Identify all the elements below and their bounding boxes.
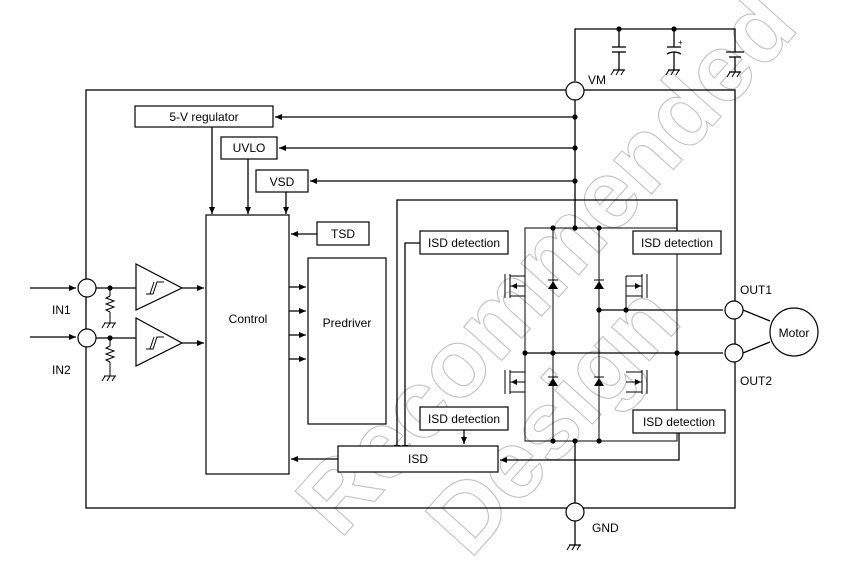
ic-outline	[85, 89, 736, 509]
in1-pin	[77, 278, 97, 298]
gnd-pin	[565, 502, 585, 522]
tsd-label: TSD	[331, 227, 355, 241]
uvlo-block: UVLO	[220, 136, 278, 160]
in2-label: IN2	[52, 363, 71, 377]
mosfet-q1	[504, 274, 525, 298]
out2-pin-group: OUT2	[724, 341, 772, 388]
mosfet-q4	[626, 370, 648, 394]
out2-label: OUT2	[740, 374, 772, 388]
isd-detection-label-2: ISD detection	[641, 236, 713, 250]
control-block: Control	[205, 214, 290, 475]
input-section: IN1 IN2	[30, 263, 204, 382]
tsd-block: TSD	[291, 221, 370, 246]
out1-pin	[724, 300, 744, 320]
gnd-pin-group: GND	[565, 441, 619, 551]
svg-text:+: +	[678, 38, 683, 47]
out1-label: OUT1	[740, 283, 772, 297]
isd-block: ISD	[291, 445, 499, 473]
isd-detection-label-4: ISD detection	[643, 415, 715, 429]
vm-pin	[565, 81, 585, 101]
vsd-block: VSD	[255, 169, 309, 193]
regulator-label: 5-V regulator	[169, 110, 238, 124]
vm-label: VM	[588, 73, 606, 87]
isd-detection-bottom-left: ISD detection	[419, 406, 509, 444]
control-label: Control	[229, 312, 268, 326]
mosfet-q3	[625, 274, 648, 310]
isd-detection-top-right: ISD detection	[394, 199, 722, 452]
in1-label: IN1	[52, 303, 71, 317]
predriver-block: Predriver	[307, 257, 387, 425]
external-capacitors: +	[574, 26, 744, 81]
vm-rail	[275, 100, 578, 228]
uvlo-label: UVLO	[233, 141, 266, 155]
isd-label: ISD	[408, 452, 428, 466]
h-bridge	[504, 225, 723, 444]
out2-pin	[724, 343, 744, 363]
regulator-block: 5-V regulator	[134, 105, 274, 128]
motor: Motor	[769, 307, 819, 357]
vsd-label: VSD	[270, 175, 295, 189]
vm-pin-group: VM	[565, 73, 606, 101]
out1-pin-group: OUT1	[724, 283, 772, 322]
isd-detection-label-1: ISD detection	[428, 236, 500, 250]
isd-detection-bottom-right: ISD detection	[500, 409, 726, 463]
gnd-label: GND	[592, 521, 619, 535]
mosfet-q2	[504, 370, 525, 394]
isd-detection-top-left: ISD detection	[402, 230, 509, 452]
isd-detection-label-3: ISD detection	[428, 412, 500, 426]
predriver-label: Predriver	[323, 316, 372, 330]
motor-label: Motor	[779, 326, 810, 340]
in2-pin	[77, 328, 97, 348]
